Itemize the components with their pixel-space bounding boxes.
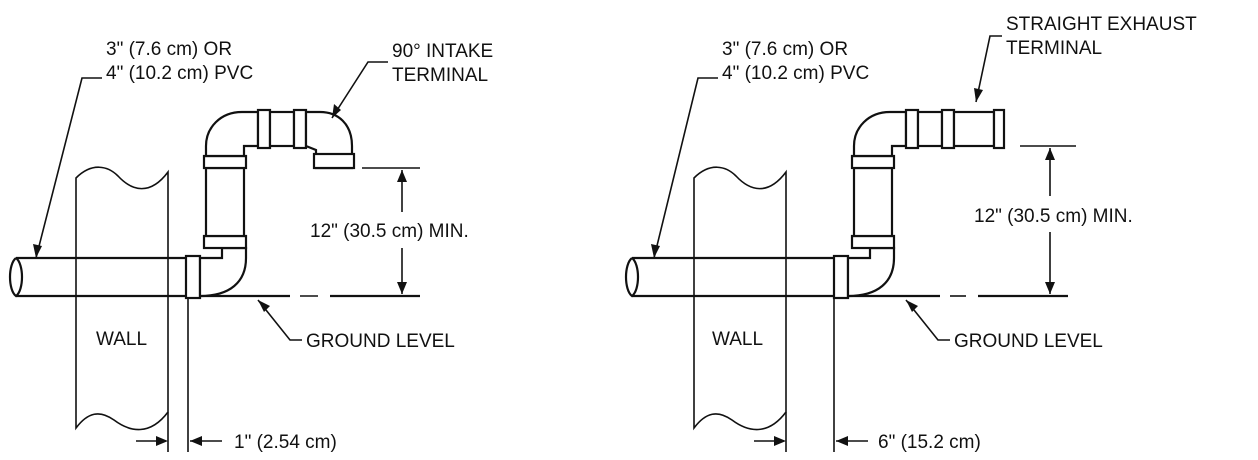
left-terminal-leader xyxy=(331,61,388,119)
left-intake-terminal xyxy=(256,108,356,170)
left-height-label: 12" (30.5 cm) MIN. xyxy=(310,221,469,242)
left-horizontal-pipe xyxy=(8,256,188,298)
left-height-dimension xyxy=(362,167,420,294)
left-clearance-dimension xyxy=(136,436,222,446)
right-riser-pipe xyxy=(832,110,908,300)
left-panel: 12" (30.5 cm) MIN. 3" (7.6 cm) OR 4" (10… xyxy=(8,39,493,453)
right-clearance-label: 6" (15.2 cm) xyxy=(878,432,981,453)
left-pipe-label-line2: 4" (10.2 cm) PVC xyxy=(106,63,253,84)
right-ground-leader xyxy=(905,299,950,341)
right-height-dimension xyxy=(1020,145,1076,294)
left-pipe-label-line1: 3" (7.6 cm) OR xyxy=(106,39,232,60)
left-ground-label: GROUND LEVEL xyxy=(306,331,455,352)
right-terminal-leader xyxy=(975,35,1002,103)
left-terminal-label-line2: TERMINAL xyxy=(392,65,488,86)
left-clearance-label: 1" (2.54 cm) xyxy=(234,432,337,453)
right-terminal-label-line1: STRAIGHT EXHAUST xyxy=(1006,14,1197,35)
right-horizontal-pipe xyxy=(624,256,836,298)
left-riser-pipe xyxy=(184,110,260,300)
right-exhaust-terminal xyxy=(904,108,1006,150)
left-pipe-leader xyxy=(35,77,102,259)
left-terminal-label-line1: 90° INTAKE xyxy=(392,41,493,62)
right-pipe-label-line2: 4" (10.2 cm) PVC xyxy=(722,63,869,84)
right-ground-label: GROUND LEVEL xyxy=(954,331,1103,352)
right-terminal-label-line2: TERMINAL xyxy=(1006,38,1102,59)
right-height-label: 12" (30.5 cm) MIN. xyxy=(974,206,1133,227)
right-panel: 12" (30.5 cm) MIN. 3" (7.6 cm) OR 4" (10… xyxy=(624,14,1197,453)
right-wall xyxy=(693,166,787,431)
right-pipe-leader xyxy=(653,77,718,259)
right-pipe-label-line1: 3" (7.6 cm) OR xyxy=(722,39,848,60)
left-wall-label: WALL xyxy=(96,329,147,350)
left-wall xyxy=(75,166,169,431)
right-clearance-dimension xyxy=(754,436,868,446)
right-wall-label: WALL xyxy=(712,329,763,350)
left-ground-leader xyxy=(257,299,302,341)
